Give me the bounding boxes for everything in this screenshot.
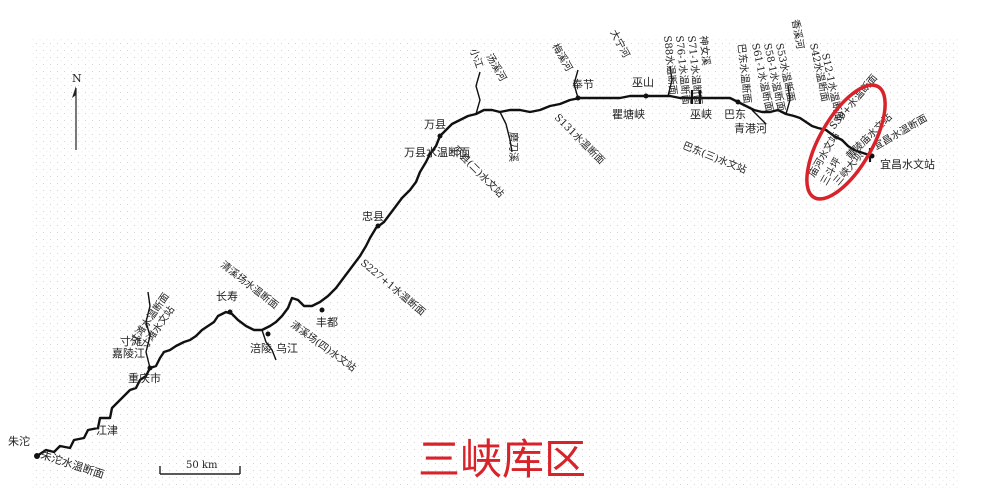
yangtze-river (36, 94, 873, 457)
badong-marker (735, 99, 741, 105)
label-badong: 巴东 (724, 108, 746, 121)
meixi-river (573, 69, 579, 99)
upright-labels: 朱沱 江津 重庆市 寸滩 嘉陵江 长寿 涪陵 乌江 丰都 忠县 万县 万县水温断… (8, 76, 935, 448)
label-jiangjin: 江津 (96, 424, 118, 437)
label-changshou: 长寿 (216, 289, 238, 303)
fengdu-marker (319, 307, 325, 313)
label-jialingjiang: 嘉陵江 (112, 346, 145, 360)
xiaojiang-river (475, 71, 481, 115)
north-arrow: N (72, 72, 82, 150)
chongqing-marker (147, 365, 153, 371)
scale-bar: 50 km (159, 460, 241, 475)
zhongxian-marker (375, 223, 381, 229)
label-chongqing: 重庆市 (128, 371, 161, 385)
label-fuling: 涪陵 (250, 341, 272, 355)
qinggang-river (751, 109, 767, 125)
label-wanxian: 万县 (424, 118, 446, 131)
label-wanxian-section: 万县水温断面 (404, 145, 470, 159)
label-wuxia: 巫峡 (690, 107, 712, 121)
fuling-marker (265, 331, 271, 337)
label-zhongxian: 忠县 (362, 210, 384, 223)
dam-highlight-ellipse (805, 83, 887, 201)
label-wujiang: 乌江 (276, 341, 298, 355)
wu-river (261, 329, 277, 361)
map-background (30, 38, 960, 488)
wanxian-marker (437, 133, 443, 139)
modaoxi-river (499, 111, 513, 153)
wushan-marker (643, 93, 649, 99)
region-title: 三峡库区 (418, 435, 586, 484)
north-label: N (72, 72, 82, 85)
label-yichang-station: 宜昌水文站 (880, 157, 935, 171)
label-wushan: 巫山 (632, 76, 654, 89)
label-cuntan: 寸滩 (120, 334, 142, 348)
daning-river (667, 65, 673, 97)
changshou-marker (227, 309, 233, 315)
tributaries (145, 65, 791, 369)
label-qutangxia: 瞿塘峡 (612, 107, 645, 121)
label-xiangxi: 香溪河 (789, 18, 806, 50)
scale-label: 50 km (186, 460, 218, 471)
label-fengdu: 丰都 (316, 316, 338, 329)
fengjie-marker (575, 95, 581, 101)
jialing-river (145, 291, 151, 369)
label-modaoxi: 磨刀溪 (507, 132, 519, 162)
label-qinggang: 青港河 (734, 122, 767, 135)
xiangxi-river (785, 85, 791, 115)
label-fengjie: 奉节 (572, 77, 594, 91)
zhutuo-marker (34, 453, 40, 459)
label-shennv: 神女溪 (697, 35, 713, 66)
label-zhutuo: 朱沱 (8, 434, 30, 448)
